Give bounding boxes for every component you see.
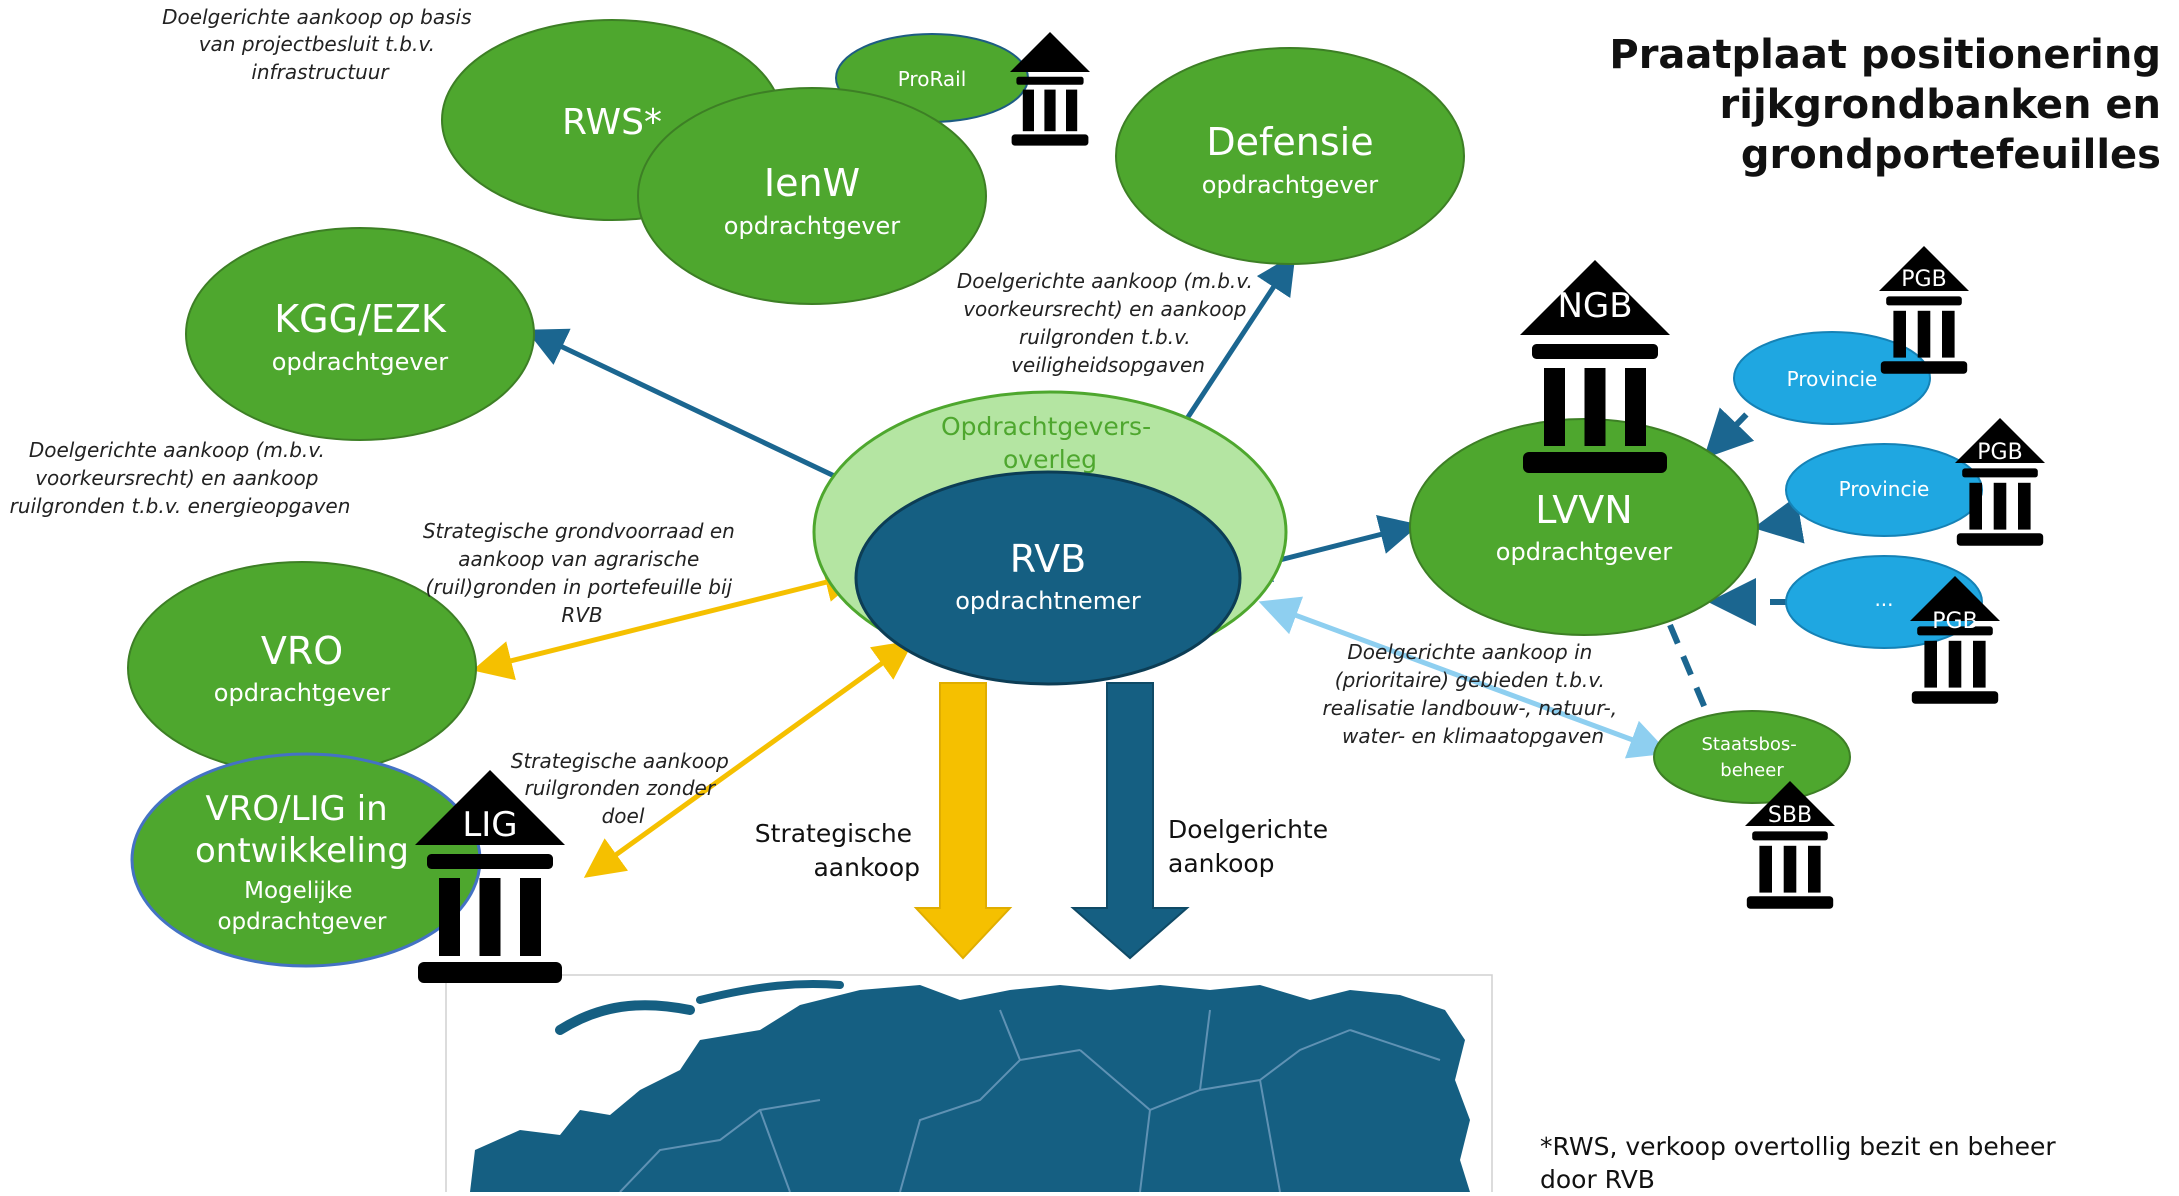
rws-title: RWS* — [562, 102, 662, 143]
note-vro: Strategische grondvoorraad en aankoop va… — [423, 519, 741, 627]
node-vro-lig: VRO/LIG in ontwikkeling Mogelijke opdrac… — [130, 752, 482, 968]
kgg-subtitle: opdrachtgever — [272, 348, 449, 376]
map-islands — [555, 1000, 695, 1035]
targeted-purchase-arrow — [1070, 682, 1190, 960]
pgb-label-1: PGB — [1901, 267, 1946, 292]
provincie-3-title: ... — [1874, 587, 1893, 611]
vro-title: VRO — [261, 629, 343, 673]
rvb-sbb-arrow — [1258, 596, 1670, 759]
rvb-title: RVB — [1010, 537, 1086, 581]
pgb-label-3: PGB — [1932, 609, 1977, 634]
strategic-purchase-label: Strategische aankoop — [755, 819, 920, 882]
node-rvb: RVB opdrachtnemer — [854, 470, 1242, 686]
node-ienw: IenW opdrachtgever — [637, 87, 987, 305]
footnote: *RWS, verkoop overtollig bezit en beheer… — [1540, 1130, 2160, 1196]
lig-label: LIG — [462, 805, 517, 845]
ngb-label: NGB — [1557, 286, 1632, 326]
lig-rvb-arrow — [583, 640, 915, 878]
provincie2-lvvn-dashed — [1753, 496, 1805, 544]
lvvn-subtitle: opdrachtgever — [1496, 538, 1673, 566]
node-lvvn: LVVN opdrachtgever — [1409, 418, 1759, 636]
defensie-subtitle: opdrachtgever — [1202, 171, 1379, 199]
pgb-label-2: PGB — [1977, 440, 2022, 465]
note-lvvn: Doelgerichte aankoop in (prioritaire) ge… — [1323, 640, 1624, 748]
node-provincie-2: Provincie — [1785, 443, 1983, 537]
overleg-label: Opdrachtgevers- overleg — [941, 412, 1159, 474]
ienw-subtitle: opdrachtgever — [724, 212, 901, 240]
rvb-subtitle: opdrachtnemer — [955, 587, 1141, 615]
node-staatsbosbeheer: Staatsbos- beheer — [1653, 710, 1851, 804]
lvvn-sbb-dashed — [1667, 623, 1713, 722]
node-provincie-3: ... — [1785, 555, 1983, 649]
defensie-title: Defensie — [1206, 120, 1373, 164]
note-defensie: Doelgerichte aankoop (m.b.v. voorkeursre… — [957, 269, 1259, 377]
page-title: Praatplaat positionering rijkgrondbanken… — [1561, 30, 2161, 180]
footnote-line-2: door RVB — [1540, 1165, 1655, 1194]
ienw-title: IenW — [764, 161, 860, 205]
staatsbosbeheer-label: Staatsbos- beheer — [1701, 734, 1802, 781]
node-provincie-1: Provincie — [1733, 331, 1931, 425]
strategic-purchase-arrow — [913, 682, 1013, 960]
sbb-bank: SBB — [1745, 781, 1835, 909]
provincie-1-title: Provincie — [1787, 367, 1878, 391]
sbb-label: SBB — [1768, 803, 1812, 828]
vro-lig-subtitle: Mogelijke opdrachtgever — [217, 878, 387, 935]
lig-bank: LIG — [415, 770, 565, 983]
kgg-title: KGG/EZK — [274, 297, 447, 341]
page-title-line-3: grondportefeuilles — [1740, 132, 2161, 178]
note-kgg: Doelgerichte aankoop (m.b.v. voorkeursre… — [10, 438, 351, 518]
pgb-bank-3: PGB — [1910, 576, 2000, 704]
footnote-line-1: *RWS, verkoop overtollig bezit en beheer — [1540, 1132, 2056, 1161]
node-vro: VRO opdrachtgever — [127, 561, 477, 775]
page-title-line-1: Praatplaat positionering — [1609, 32, 2161, 78]
ngb-bank: NGB — [1520, 260, 1670, 473]
node-defensie: Defensie opdrachtgever — [1115, 47, 1465, 265]
vro-rvb-arrow — [472, 562, 865, 681]
node-kgg-ezk: KGG/EZK opdrachtgever — [185, 227, 535, 441]
vro-lig-title: VRO/LIG in ontwikkeling — [195, 789, 409, 871]
big-arrows: Strategische aankoop Doelgerichte aankoo… — [755, 682, 1336, 960]
netherlands-map — [445, 974, 1493, 1192]
note-lig: Strategische aankoop ruilgronden zonder … — [511, 749, 735, 828]
prorail-title: ProRail — [898, 67, 967, 91]
lvvn-title: LVVN — [1535, 488, 1632, 532]
targeted-purchase-label: Doelgerichte aankoop — [1168, 815, 1336, 878]
note-rws: Doelgerichte aankoop op basis van projec… — [162, 5, 478, 84]
provincie-2-title: Provincie — [1839, 477, 1930, 501]
pgb-bank-2: PGB — [1955, 418, 2045, 546]
page-title-line-2: rijkgrondbanken en — [1719, 82, 2161, 128]
pgb-bank-1: PGB — [1879, 246, 1969, 374]
map-borders — [619, 1009, 1441, 1192]
vro-subtitle: opdrachtgever — [214, 679, 391, 707]
